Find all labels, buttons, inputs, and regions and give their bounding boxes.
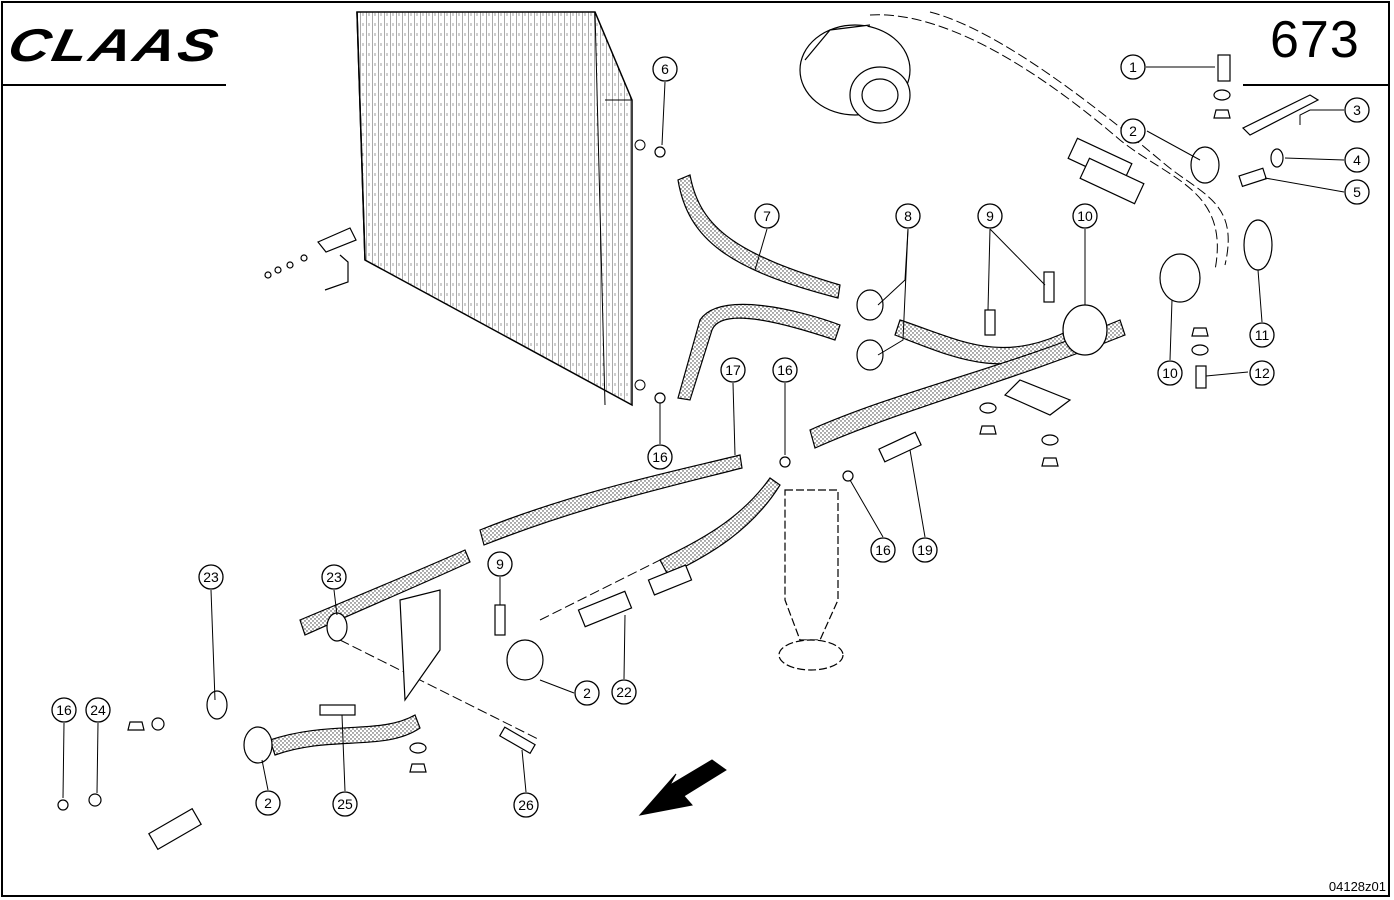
callout-number: 2 [264, 795, 272, 811]
callout-number: 23 [326, 569, 342, 585]
callout-number: 16 [875, 542, 891, 558]
hose-22-upper [659, 477, 781, 576]
callout-4: 4 [1344, 147, 1370, 173]
callout-12: 12 [1249, 360, 1275, 386]
callout-number: 7 [763, 208, 771, 224]
callout-5: 5 [1344, 179, 1370, 205]
callout-number: 26 [518, 797, 534, 813]
callout-16: 16 [772, 357, 798, 383]
callout-10: 10 [1072, 203, 1098, 229]
callout-number: 12 [1254, 365, 1270, 381]
callout-23: 23 [198, 564, 224, 590]
callout-7: 7 [754, 203, 780, 229]
drawing-reference-code: 04128z01 [1328, 879, 1386, 894]
direction-arrow [638, 759, 727, 816]
callout-number: 16 [56, 702, 72, 718]
compressor [799, 24, 911, 124]
callout-26: 26 [513, 792, 539, 818]
callout-number: 16 [652, 449, 668, 465]
hoses [269, 174, 1126, 756]
callout-2: 2 [1120, 118, 1146, 144]
callout-number: 22 [616, 684, 632, 700]
receiver-drier [778, 489, 844, 671]
callout-number: 10 [1077, 208, 1093, 224]
callout-9: 9 [487, 551, 513, 577]
callout-number: 5 [1353, 184, 1361, 200]
callout-3: 3 [1344, 97, 1370, 123]
hose-16-upper [677, 303, 841, 401]
callout-number: 19 [917, 542, 933, 558]
callout-number: 2 [1129, 123, 1137, 139]
callout-number: 4 [1353, 152, 1361, 168]
callout-number: 17 [725, 362, 741, 378]
callout-number: 24 [90, 702, 106, 718]
callout-number: 9 [496, 556, 504, 572]
hose-17 [479, 454, 743, 546]
callout-number: 1 [1129, 59, 1137, 75]
callout-2: 2 [574, 680, 600, 706]
callout-number: 9 [986, 208, 994, 224]
callout-19: 19 [912, 537, 938, 563]
bolts [319, 54, 1267, 755]
hose-2-lower [269, 714, 421, 756]
callout-number: 23 [203, 569, 219, 585]
callout-16: 16 [870, 537, 896, 563]
callout-number: 16 [777, 362, 793, 378]
callout-8: 8 [895, 203, 921, 229]
brackets [399, 94, 1320, 702]
condenser [356, 11, 646, 407]
callout-24: 24 [85, 697, 111, 723]
callout-1: 1 [1120, 54, 1146, 80]
callout-11: 11 [1249, 322, 1275, 348]
callout-10: 10 [1157, 360, 1183, 386]
callout-number: 25 [337, 796, 353, 812]
callout-number: 10 [1162, 365, 1178, 381]
callout-16: 16 [51, 697, 77, 723]
callout-22: 22 [611, 679, 637, 705]
hose-10 [809, 319, 1126, 449]
fittings [148, 137, 1145, 851]
callout-2: 2 [255, 790, 281, 816]
logo-underline [1, 84, 226, 86]
callout-number: 6 [661, 61, 669, 77]
clamps [206, 146, 1273, 764]
leader-lines [62, 66, 1345, 799]
hose-7 [677, 174, 841, 299]
callout-23: 23 [321, 564, 347, 590]
callout-9: 9 [977, 203, 1003, 229]
page-number: 673 [1270, 11, 1360, 69]
callout-17: 17 [720, 357, 746, 383]
nuts-washers [57, 89, 1284, 811]
page-number-underline [1243, 84, 1390, 86]
condenser-bracket [264, 227, 357, 291]
hose-23-upper [299, 549, 471, 636]
callout-25: 25 [332, 791, 358, 817]
callout-6: 6 [652, 56, 678, 82]
callout-number: 3 [1353, 102, 1361, 118]
callout-16: 16 [647, 444, 673, 470]
callout-number: 8 [904, 208, 912, 224]
callout-number: 2 [583, 685, 591, 701]
callout-number: 11 [1255, 327, 1270, 343]
